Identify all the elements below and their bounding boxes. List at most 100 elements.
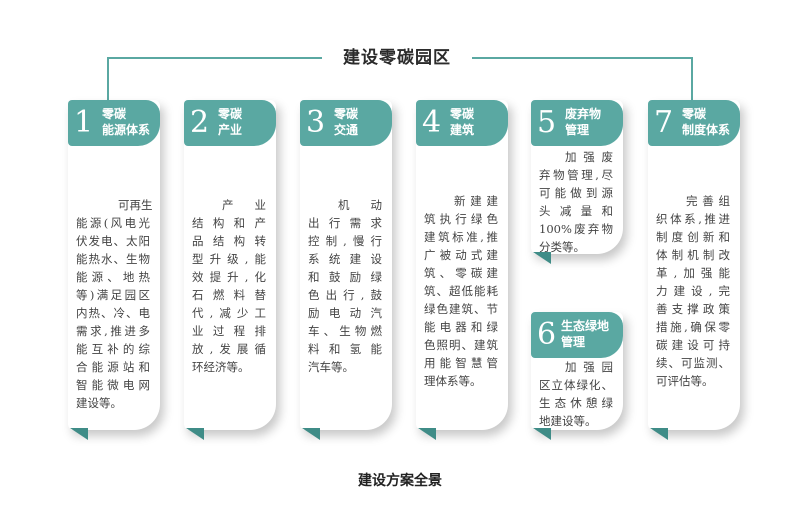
card-institution-system: 7 零碳 制度体系 完善组 织体系,推进 制度创新和 体制机制改 革,加强能 力… [648, 100, 740, 440]
text-line: 等)满足园区 [76, 288, 150, 302]
text-line: 型升级,能 [192, 252, 266, 266]
text-line: 环经济等。 [192, 360, 250, 374]
card-header: 5 废弃物 管理 [531, 100, 623, 146]
card-body: 产业 结构和产 品结构转 型升级,能 效提升,化 石燃料替 代,减少工 业过程排… [192, 196, 266, 376]
text-line: 地建设等。 [539, 414, 597, 428]
text-line: 出行需求 [308, 216, 382, 230]
card-green-space: 6 生态绿地 管理 加强园 区立体绿化、 生态休憩绿 地建设等。 [531, 312, 623, 440]
text-line: 头减量和 [539, 204, 613, 218]
text-line: 代,减少工 [192, 306, 266, 320]
text-line: 机动 [338, 198, 382, 212]
text-line: 绿色建筑、节 [424, 302, 498, 316]
text-line: 可评估等。 [656, 374, 714, 388]
connector-line [107, 57, 322, 100]
card-number: 1 [74, 105, 94, 140]
card-body: 可再生 能源(风电光 伏发电、太阳 能热水、生物 能源、地热 等)满足园区 内热… [76, 196, 153, 412]
text-line: 业过程排 [192, 324, 266, 338]
card-body: 机动 出行需求 控制,慢行 系统建设 和鼓励绿 色出行,鼓 励电动汽 车、生物燃… [308, 196, 382, 376]
text-line: 革,加强能 [656, 266, 730, 280]
text-line: 完善组 [686, 194, 730, 208]
text-line: 需求,推进多 [76, 324, 150, 338]
text-line: 筑、超低能耗 [424, 284, 498, 298]
text-line: 合能源站和 [76, 360, 150, 374]
text-line: 续、可监测、 [656, 356, 730, 370]
text-line: 理体系等。 [424, 374, 482, 388]
text-line: 可再生 [118, 198, 153, 212]
text-line: 新建建 [454, 194, 498, 208]
card-industry: 2 零碳 产业 产业 结构和产 品结构转 型升级,能 效提升,化 石燃料替 代,… [184, 100, 276, 440]
card-waste: 5 废弃物 管理 加强废 弃物管理,尽 可能做到源 头减量和 100%废弃物 分… [531, 100, 623, 264]
card-title: 废弃物 管理 [565, 107, 602, 137]
text-line: 分类等。 [539, 240, 585, 254]
card-energy-system: 1 零碳 能源体系 可再生 能源(风电光 伏发电、太阳 能热水、生物 能源、地热… [68, 100, 160, 440]
text-line: 善支撑政策 [656, 302, 730, 316]
text-line: 制度创新和 [656, 230, 730, 244]
card-number: 2 [190, 105, 210, 140]
text-line: 建筑标准,推 [424, 230, 498, 244]
text-line: 用能智慧管 [424, 356, 498, 370]
text-line: 产业 [222, 198, 266, 212]
text-line: 能电器和绿 [424, 320, 498, 334]
text-line: 汽车等。 [308, 360, 354, 374]
card-title: 零碳 交通 [334, 107, 359, 137]
card-body: 完善组 织体系,推进 制度创新和 体制机制改 革,加强能 力建设,完 善支撑政策… [656, 192, 730, 390]
card-number: 5 [537, 105, 557, 140]
card-transport: 3 零碳 交通 机动 出行需求 控制,慢行 系统建设 和鼓励绿 色出行,鼓 励电… [300, 100, 392, 440]
text-line: 结构和产 [192, 216, 266, 230]
text-line: 力建设,完 [656, 284, 730, 298]
text-line: 织体系,推进 [656, 212, 730, 226]
text-line: 控制,慢行 [308, 234, 382, 248]
text-line: 车、生物燃 [308, 324, 382, 338]
card-header: 7 零碳 制度体系 [648, 100, 740, 146]
card-title: 零碳 能源体系 [102, 107, 151, 137]
text-line: 区立体绿化、 [539, 378, 613, 392]
text-line: 能源(风电光 [76, 216, 150, 230]
card-header: 1 零碳 能源体系 [68, 100, 160, 146]
text-line: 效提升,化 [192, 270, 266, 284]
text-line: 广被动式建 [424, 248, 498, 262]
text-line: 建设等。 [76, 396, 122, 410]
text-line: 弃物管理,尽 [539, 168, 613, 182]
card-number: 3 [306, 105, 326, 140]
text-line: 能互补的综 [76, 342, 150, 356]
card-title: 零碳 建筑 [450, 107, 475, 137]
text-line: 可能做到源 [539, 186, 613, 200]
text-line: 石燃料替 [192, 288, 266, 302]
text-line: 措施,确保零 [656, 320, 730, 334]
connector-line [472, 57, 693, 100]
card-number: 6 [537, 317, 557, 352]
text-line: 能热水、生物 [76, 252, 150, 266]
card-number: 4 [422, 105, 442, 140]
card-building: 4 零碳 建筑 新建建 筑执行绿色 建筑标准,推 广被动式建 筑、零碳建 筑、超… [416, 100, 508, 440]
main-title: 建设零碳园区 [322, 45, 472, 71]
card-body: 加强园 区立体绿化、 生态休憩绿 地建设等。 [539, 358, 613, 430]
text-line: 智能微电网 [76, 378, 150, 392]
text-line: 内热、冷、电 [76, 306, 150, 320]
card-body: 新建建 筑执行绿色 建筑标准,推 广被动式建 筑、零碳建 筑、超低能耗 绿色建筑… [424, 192, 498, 390]
text-line: 伏发电、太阳 [76, 234, 150, 248]
text-line: 能源、地热 [76, 270, 150, 284]
card-title: 零碳 制度体系 [682, 107, 731, 137]
card-header: 4 零碳 建筑 [416, 100, 508, 146]
text-line: 系统建设 [308, 252, 382, 266]
text-line: 色照明、建筑 [424, 338, 498, 352]
text-line: 加强园 [565, 360, 613, 374]
text-line: 筑、零碳建 [424, 266, 498, 280]
text-line: 体制机制改 [656, 248, 730, 262]
card-number: 7 [654, 105, 674, 140]
text-line: 励电动汽 [308, 306, 382, 320]
text-line: 料和氢能 [308, 342, 382, 356]
text-line: 和鼓励绿 [308, 270, 382, 284]
text-line: 放,发展循 [192, 342, 266, 356]
card-body: 加强废 弃物管理,尽 可能做到源 头减量和 100%废弃物 分类等。 [539, 148, 613, 256]
text-line: 品结构转 [192, 234, 266, 248]
figure-caption: 建设方案全景 [358, 473, 442, 489]
card-header: 3 零碳 交通 [300, 100, 392, 146]
card-header: 6 生态绿地 管理 [531, 312, 623, 358]
text-line: 筑执行绿色 [424, 212, 498, 226]
text-line: 生态休憩绿 [539, 396, 613, 410]
text-line: 加强废 [565, 150, 613, 164]
text-line: 碳建设可持 [656, 338, 730, 352]
card-header: 2 零碳 产业 [184, 100, 276, 146]
text-line: 色出行,鼓 [308, 288, 382, 302]
